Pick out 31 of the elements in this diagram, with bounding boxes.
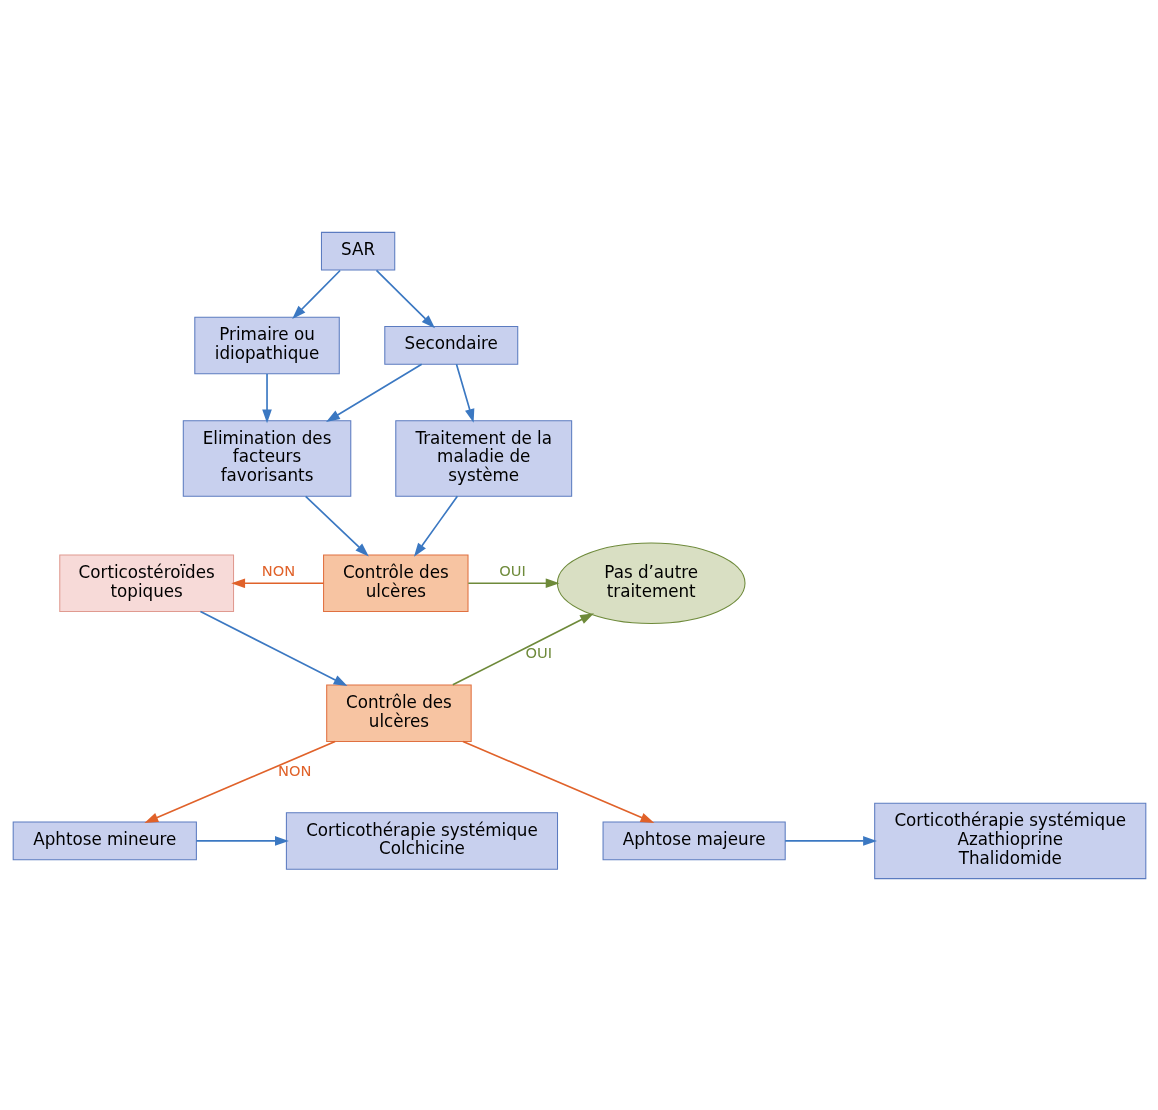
arrow: [466, 577, 560, 588]
edge-label: OUI: [524, 643, 552, 661]
arrow: [375, 269, 435, 328]
arrow: [783, 835, 877, 846]
node-box: Corticostéroïdes topiques: [58, 553, 234, 612]
edge-label: OUI: [498, 561, 526, 579]
arrow: [230, 577, 324, 588]
arrow: [413, 495, 458, 557]
node-box: SAR: [320, 231, 395, 271]
arrow: [325, 362, 422, 422]
node-box: Traitement de la maladie de système: [394, 419, 572, 497]
node-box: Aphtose mineure: [12, 821, 197, 860]
node-box: Aphtose majeure: [602, 821, 786, 860]
node-box: Contrôle des ulcères: [322, 553, 469, 612]
arrow: [455, 362, 474, 423]
node-box: Corticothérapie systémique Colchicine: [285, 811, 558, 870]
arrow: [304, 495, 369, 557]
node-box: Primaire ou idiopathique: [193, 316, 340, 374]
arrow: [143, 740, 336, 823]
node-box: Elimination des facteurs favorisants: [182, 419, 351, 497]
node-box: Contrôle des ulcères: [325, 683, 472, 742]
arrow: [461, 740, 654, 823]
arrow: [451, 612, 594, 686]
edge-label: NON: [261, 561, 295, 579]
node-box: Corticothérapie systémique Azathioprine Thalidomide: [873, 802, 1146, 879]
arrow: [261, 372, 272, 423]
arrow: [291, 269, 341, 319]
edge-label: NON: [277, 761, 311, 779]
node-box: Secondaire: [383, 325, 518, 365]
arrow: [195, 835, 289, 846]
arrow: [199, 610, 347, 686]
